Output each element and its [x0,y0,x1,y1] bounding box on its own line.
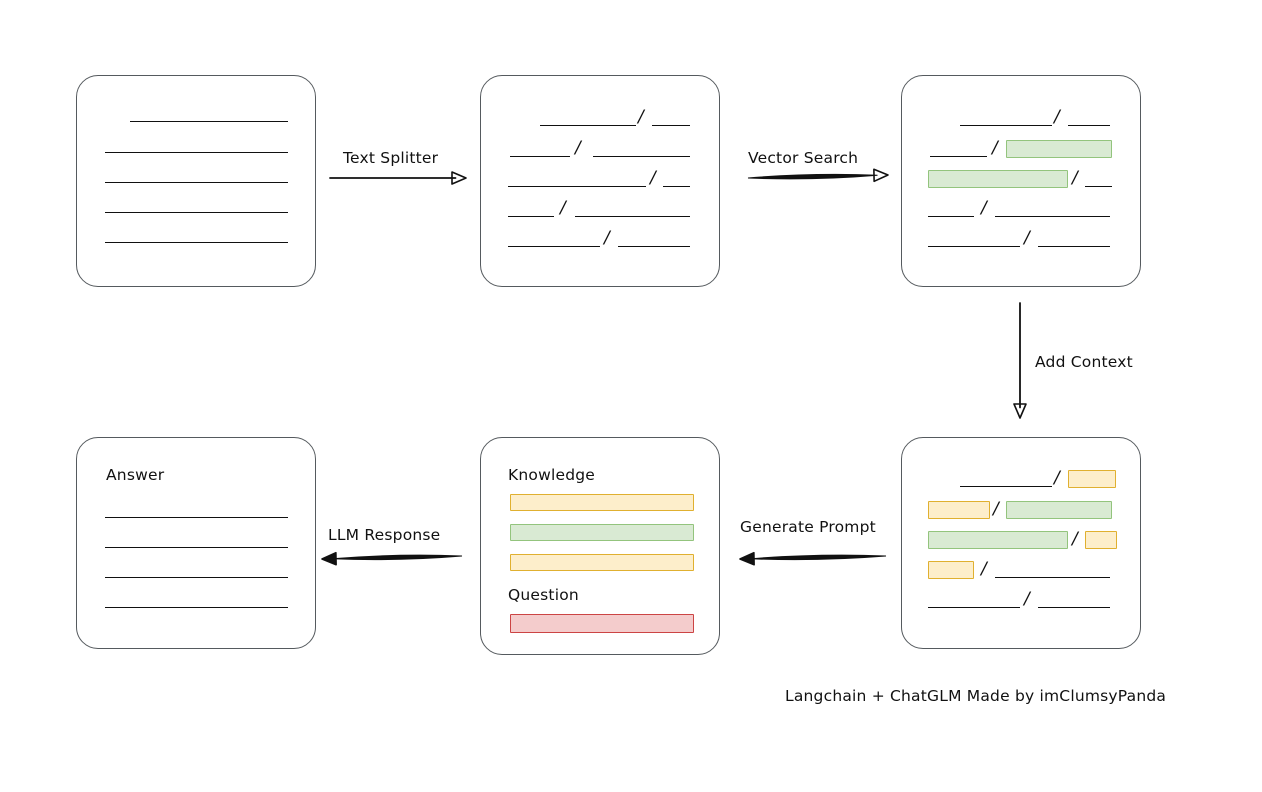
question-heading: Question [508,586,579,604]
question-bar-1 [510,614,694,633]
separator-slash: / [993,499,999,519]
separator-slash: / [575,138,581,158]
text-line [130,121,288,122]
text-line [618,246,690,247]
text-line [1038,607,1110,608]
text-line [105,547,288,548]
arrow-vector-search-label: Vector Search [748,149,859,167]
separator-slash: / [1072,529,1078,549]
arrow-add-context-head [1013,403,1027,419]
text-line [105,152,288,153]
arrow-generate-prompt-label: Generate Prompt [740,518,876,536]
knowledge-bar-2 [510,524,694,541]
answer-box[interactable] [76,437,316,649]
text-line [928,216,974,217]
text-line [105,212,288,213]
arrow-add-context-label: Add Context [1035,353,1133,371]
arrow-vector-search [747,168,889,183]
arrow-add-context [1013,302,1027,419]
text-line [960,125,1052,126]
arrow-llm-response-head [321,551,337,566]
highlight-chip-yellow [1085,531,1117,549]
separator-slash: / [650,168,656,188]
highlight-chip-green [928,170,1068,188]
highlight-chip-yellow [1068,470,1116,488]
separator-slash: / [1024,589,1030,609]
text-line [105,182,288,183]
separator-slash: / [1054,107,1060,127]
highlight-chip-green [1006,501,1112,519]
highlight-chip-green [928,531,1068,549]
separator-slash: / [1024,228,1030,248]
arrow-llm-response [321,551,463,566]
arrow-vector-search-head [873,168,889,183]
separator-slash: / [981,559,987,579]
text-line [995,577,1110,578]
text-line [508,246,600,247]
text-line [105,517,288,518]
arrow-text-splitter-head [451,171,467,185]
text-line [652,125,690,126]
highlight-chip-yellow [928,561,974,579]
text-line [928,607,1020,608]
arrow-text-splitter-label: Text Splitter [343,149,439,167]
diagram-caption: Langchain + ChatGLM Made by imClumsyPand… [785,687,1167,705]
arrow-text-splitter [329,171,467,185]
text-line [960,486,1052,487]
text-line [105,242,288,243]
text-line [105,577,288,578]
answer-heading: Answer [106,466,165,484]
arrow-generate-prompt [739,551,887,566]
separator-slash: / [560,198,566,218]
text-line [105,607,288,608]
knowledge-bar-3 [510,554,694,571]
separator-slash: / [604,228,610,248]
source-document-box[interactable] [76,75,316,287]
arrow-generate-prompt-head [739,551,755,566]
text-line [1038,246,1110,247]
text-line [1068,125,1110,126]
text-line [540,125,636,126]
text-line [508,186,646,187]
text-line [930,156,987,157]
separator-slash: / [1054,468,1060,488]
separator-slash: / [992,138,998,158]
text-line [663,186,690,187]
text-line [510,156,570,157]
text-line [928,246,1020,247]
split-chunks-box[interactable] [480,75,720,287]
text-line [1085,186,1112,187]
separator-slash: / [1072,168,1078,188]
knowledge-bar-1 [510,494,694,511]
text-line [575,216,690,217]
separator-slash: / [638,107,644,127]
text-line [508,216,554,217]
highlight-chip-green [1006,140,1112,158]
highlight-chip-yellow [928,501,990,519]
separator-slash: / [981,198,987,218]
text-line [593,156,690,157]
text-line [995,216,1110,217]
arrow-llm-response-label: LLM Response [328,526,441,544]
knowledge-heading: Knowledge [508,466,596,484]
